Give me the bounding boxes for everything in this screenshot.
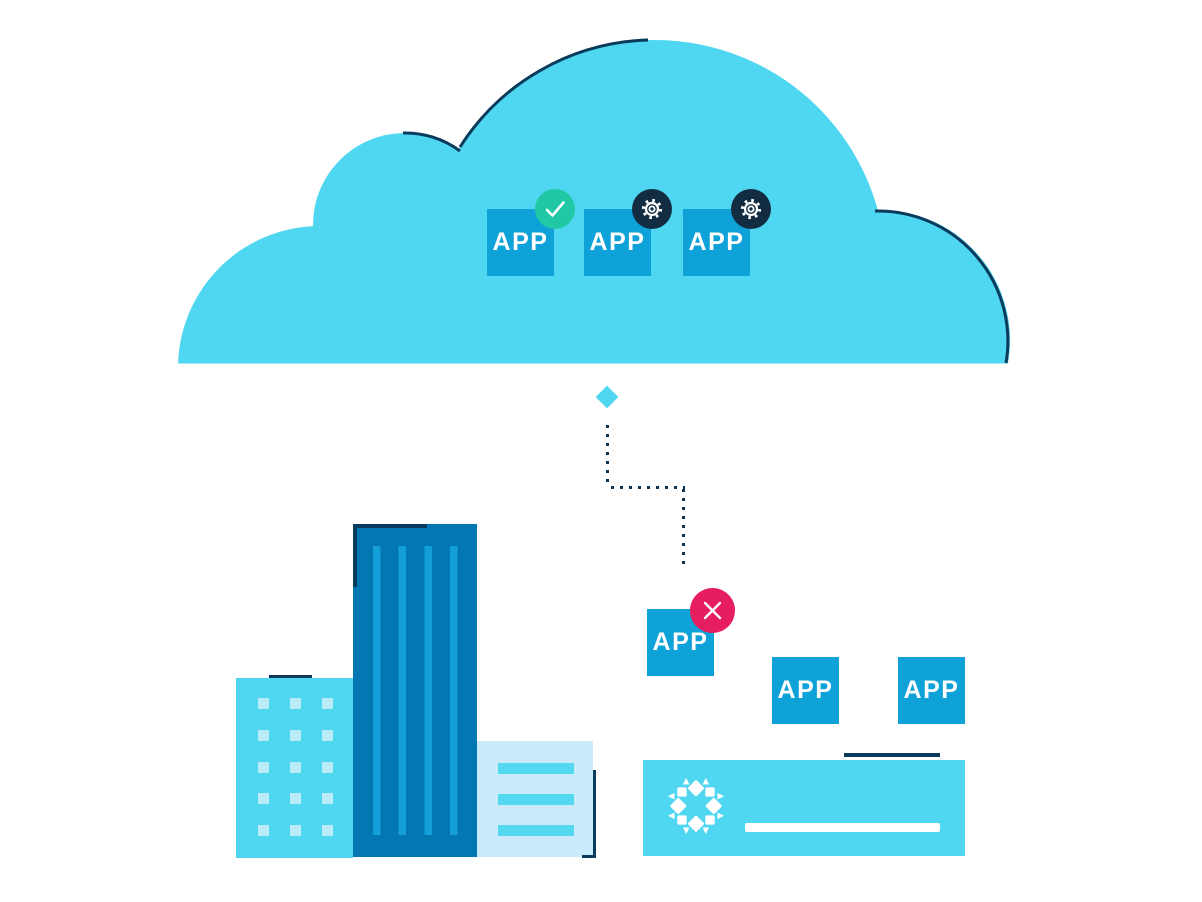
- status-badge-error: [690, 588, 735, 633]
- diamond-connector: [595, 385, 619, 409]
- building-accent-line: [593, 770, 596, 857]
- cloud-app-tile: APP: [584, 189, 672, 276]
- window: [290, 698, 301, 709]
- status-badge-processing: [731, 189, 771, 229]
- window: [290, 761, 301, 773]
- app-label: APP: [777, 676, 834, 704]
- facade-stripe: [498, 794, 574, 805]
- check-icon: [545, 201, 565, 217]
- window: [258, 698, 269, 709]
- window: [258, 761, 269, 773]
- cloud-shape: [178, 38, 1010, 364]
- window: [290, 793, 301, 805]
- building-accent-line: [582, 854, 596, 858]
- x-icon: [703, 601, 722, 620]
- gear-icon: [740, 198, 762, 220]
- window: [290, 825, 301, 836]
- ground-app-tile: APP: [647, 588, 735, 676]
- flower-logo-icon: [668, 778, 724, 834]
- bar-progress-line: [745, 823, 940, 832]
- app-label: APP: [903, 676, 960, 704]
- facade-stripe: [498, 825, 574, 836]
- window: [322, 825, 333, 836]
- window: [322, 761, 333, 773]
- bar-accent-line: [844, 753, 940, 757]
- cloud-app-tile: APP: [683, 189, 771, 276]
- building-accent-line: [353, 524, 357, 587]
- window: [258, 825, 269, 836]
- gear-icon: [641, 198, 663, 220]
- building-windows: [258, 698, 333, 836]
- app-label: APP: [492, 228, 549, 256]
- dotted-path-segment: [682, 489, 685, 564]
- ground-app-tile: APP: [898, 657, 965, 724]
- app-label: APP: [589, 228, 646, 256]
- building-low: [477, 741, 593, 857]
- building-accent-line: [269, 675, 312, 678]
- status-badge-processing: [632, 189, 672, 229]
- app-label: APP: [652, 628, 709, 656]
- dotted-path-segment: [606, 425, 609, 488]
- cloud-app-tile: APP: [487, 189, 575, 276]
- app-label: APP: [688, 228, 745, 256]
- status-badge-success: [535, 189, 575, 229]
- ground-app-tile: APP: [772, 657, 839, 724]
- tower-window-stripes: [372, 546, 458, 835]
- dotted-path-segment: [611, 486, 685, 489]
- window: [322, 793, 333, 805]
- building-accent-line: [353, 524, 427, 528]
- window: [258, 729, 269, 741]
- window: [322, 729, 333, 741]
- window: [258, 793, 269, 805]
- window: [322, 698, 333, 709]
- platform-bar: [643, 760, 965, 856]
- facade-stripe: [498, 763, 574, 774]
- window: [290, 729, 301, 741]
